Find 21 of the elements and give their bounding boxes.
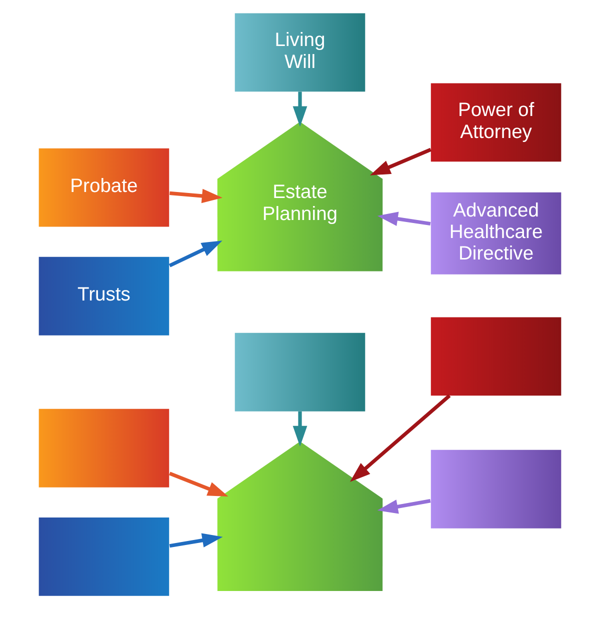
node-box: Power of Attorney	[430, 83, 562, 162]
node-box	[38, 408, 170, 488]
node-box: Advanced Healthcare Directive	[430, 192, 562, 274]
arrow	[292, 411, 308, 446]
node-box: Living Will	[234, 13, 366, 92]
arrow	[168, 472, 228, 496]
arrow	[168, 240, 222, 268]
node-box	[234, 332, 366, 412]
arrow	[350, 394, 451, 482]
node-box	[38, 518, 170, 596]
arrow	[169, 188, 222, 204]
node-box	[430, 317, 562, 396]
arrow	[370, 148, 432, 176]
node-box: Trusts	[38, 256, 170, 336]
node-house	[217, 442, 383, 591]
arrow	[292, 92, 308, 127]
node-box	[430, 450, 562, 528]
arrow	[377, 499, 431, 514]
arrow	[169, 533, 223, 548]
node-box: Probate	[38, 148, 170, 227]
arrow	[377, 212, 431, 226]
